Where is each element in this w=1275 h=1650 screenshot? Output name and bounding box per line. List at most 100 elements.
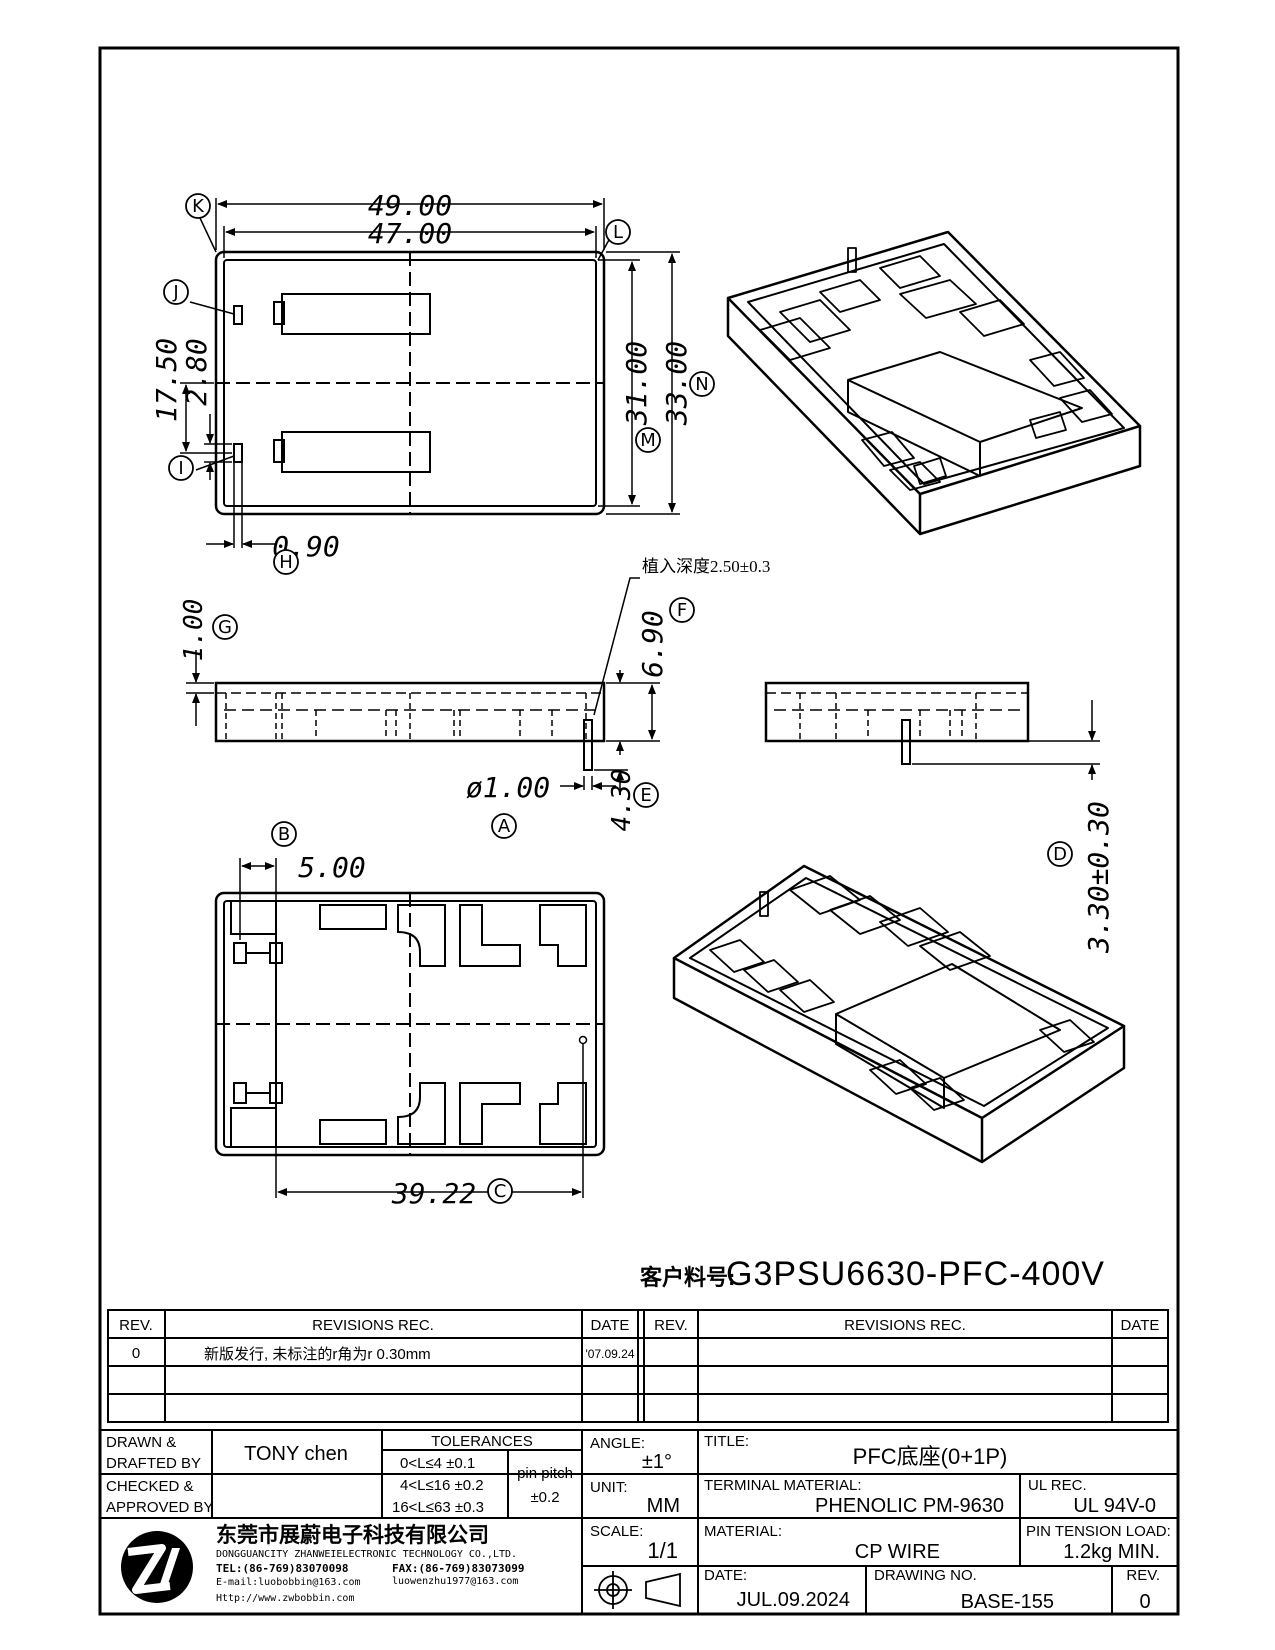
ul-rec-value: UL 94V-0 — [1073, 1495, 1156, 1517]
scale-label: SCALE: — [590, 1523, 643, 1540]
side-view-front — [214, 681, 606, 771]
top-view-dimensions — [180, 198, 680, 548]
rev-row-0-date: '07.09.24 — [585, 1347, 634, 1361]
callout-H — [273, 549, 299, 575]
side-view-right-dimensions — [912, 700, 1100, 780]
top-view — [214, 250, 606, 516]
pin-tension-label: PIN TENSION LOAD: — [1026, 1523, 1171, 1540]
sheet-border — [98, 46, 1180, 1616]
callout-A-label: A — [498, 816, 511, 837]
company-email-2: luowenzhu1977@163.com — [392, 1576, 518, 1587]
callout-H-label: H — [279, 552, 293, 573]
rev-row-0-rev: 0 — [132, 1345, 140, 1362]
drawn-label-2: DRAFTED BY — [106, 1455, 201, 1472]
tolerance-row-3: 16<L≤63 ±0.3 — [392, 1499, 484, 1516]
side-view-front-dimensions — [186, 577, 660, 790]
callout-J-label: J — [172, 282, 178, 303]
angle-value: ±1° — [642, 1451, 672, 1473]
company-email: E-mail:luobobbin@163.com — [216, 1577, 361, 1588]
isometric-view-bottom — [672, 864, 1126, 1164]
note-insertion-depth: 植入深度2.50±0.3 — [642, 557, 770, 576]
checked-label-2: APPROVED BY — [106, 1499, 214, 1516]
dim-33: 33.00 — [660, 341, 693, 426]
callout-B-label: B — [278, 824, 290, 845]
dim-17-50: 17.50 — [150, 338, 183, 422]
callout-F — [669, 597, 695, 623]
dim-1-00: 1.00 — [179, 599, 209, 662]
rev-header-left: REV. — [119, 1317, 153, 1334]
callout-L-label: L — [613, 222, 623, 243]
dim-3-30: 3.30±0.30 — [1082, 801, 1115, 954]
callout-F-label: F — [677, 600, 687, 621]
material-label: MATERIAL: — [704, 1523, 782, 1540]
date-header-right: DATE — [1121, 1317, 1160, 1334]
dim-31: 31.00 — [620, 341, 653, 426]
tolerance-row-1: 0<L≤4 ±0.1 — [400, 1455, 475, 1472]
callout-E-label: E — [640, 785, 651, 806]
dim-5-00: 5.00 — [298, 851, 365, 884]
pin-pitch-value: ±0.2 — [530, 1489, 559, 1506]
callout-I-label: I — [178, 458, 183, 479]
callout-K — [185, 193, 211, 219]
callout-G-label: G — [218, 617, 232, 638]
dim-2-80: 2.80 — [180, 338, 213, 405]
part-number-value: G3PSU6630-PFC-400V — [726, 1255, 1105, 1293]
bottom-view — [214, 891, 606, 1157]
rec-header-right: REVISIONS REC. — [844, 1317, 966, 1334]
rev-value: 0 — [1139, 1591, 1150, 1613]
pin-tension-value: 1.2kg MIN. — [1063, 1541, 1160, 1563]
rev-row-0-rec: 新版发行, 未标注的r角为r 0.30mm — [204, 1346, 431, 1363]
material-value: CP WIRE — [855, 1541, 940, 1563]
callout-D — [1047, 841, 1073, 867]
dim-47: 47.00 — [368, 217, 452, 250]
company-tel: TEL:(86-769)83070098 — [216, 1562, 348, 1575]
callouts — [163, 193, 1073, 1204]
callout-D-label: D — [1053, 844, 1067, 865]
bottom-view-dimensions — [239, 858, 584, 1198]
company-logo-icon — [121, 1531, 193, 1603]
rev-label: REV. — [1126, 1567, 1160, 1584]
projection-symbol-icon — [594, 1571, 681, 1609]
company-web: Http://www.zwbobbin.com — [216, 1593, 354, 1604]
callout-M-label: M — [640, 430, 656, 451]
dim-phi-1-00: ø1.00 — [466, 771, 550, 804]
callout-N-label: N — [695, 374, 708, 395]
tolerances-label: TOLERANCES — [431, 1433, 532, 1450]
callout-C — [487, 1178, 513, 1204]
date-value: JUL.09.2024 — [737, 1589, 850, 1611]
dim-6-90: 6.90 — [636, 610, 669, 677]
title-block — [100, 1429, 1178, 1614]
callout-L — [605, 219, 631, 245]
dim-49: 49.00 — [368, 189, 452, 222]
drawing-no-value: BASE-155 — [961, 1591, 1054, 1613]
callout-G — [212, 614, 238, 640]
date-header-left: DATE — [591, 1317, 630, 1334]
date-label: DATE: — [704, 1567, 747, 1584]
callout-B — [271, 821, 297, 847]
rec-header-left: REVISIONS REC. — [312, 1317, 434, 1334]
angle-label: ANGLE: — [590, 1435, 645, 1452]
side-view-right — [764, 681, 1030, 765]
isometric-view-top — [726, 230, 1142, 536]
revision-table — [107, 1309, 1169, 1423]
drawn-by-value: TONY chen — [244, 1443, 348, 1465]
callout-I — [168, 455, 194, 481]
callout-C-label: C — [494, 1181, 507, 1202]
drawing-no-label: DRAWING NO. — [874, 1567, 977, 1584]
checked-label-1: CHECKED & — [106, 1478, 194, 1495]
company-fax: FAX:(86-769)83073099 — [392, 1562, 524, 1575]
callout-E — [633, 782, 659, 808]
title-label: TITLE: — [704, 1433, 749, 1450]
company-name-en: DONGGUANCITY ZHANWEIELECTRONIC TECHNOLOG… — [216, 1549, 517, 1560]
dim-4-30: 4.30 — [607, 769, 637, 832]
callout-A — [491, 813, 517, 839]
scale-value: 1/1 — [647, 1538, 678, 1563]
part-number-label: 客户料号: — [640, 1265, 735, 1290]
drawn-label-1: DRAWN & — [106, 1434, 176, 1451]
dim-39-22: 39.22 — [391, 1177, 476, 1210]
unit-value: MM — [647, 1495, 680, 1517]
title-value: PFC底座(0+1P) — [853, 1444, 1008, 1469]
callout-J — [163, 279, 189, 305]
terminal-material-value: PHENOLIC PM-9630 — [815, 1495, 1004, 1517]
